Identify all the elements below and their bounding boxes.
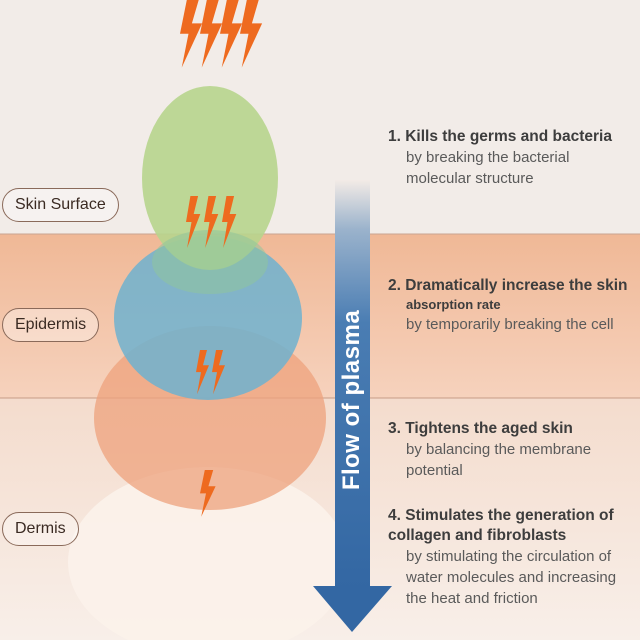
- flow-arrow: [313, 180, 392, 632]
- benefit-1-desc: by breaking the bacterial molecular stru…: [406, 149, 570, 187]
- skin-surface-label: Skin Surface: [2, 188, 119, 222]
- benefit-1: 1. Kills the germs and bacteria by break…: [388, 127, 633, 189]
- green-droplet: [142, 86, 278, 270]
- benefit-4-title: 4. Stimulates the generation of collagen…: [388, 507, 614, 544]
- benefit-1-title: 1. Kills the germs and bacteria: [388, 128, 612, 145]
- benefit-3: 3. Tightens the aged skin by balancing t…: [388, 419, 633, 481]
- benefit-3-title: 3. Tightens the aged skin: [388, 420, 573, 437]
- green-blue-overlap: [152, 230, 268, 294]
- benefit-4-desc: by stimulating the circulation of water …: [406, 548, 617, 607]
- benefit-4: 4. Stimulates the generation of collagen…: [388, 506, 633, 609]
- epidermis-label: Epidermis: [2, 308, 100, 342]
- cream-droplet: [68, 467, 348, 640]
- benefit-2: 2. Dramatically increase the skin absorp…: [388, 276, 633, 335]
- flow-arrow-label: Flow of plasma: [338, 309, 365, 491]
- benefit-2-sub: absorption rate: [406, 297, 501, 312]
- epidermis-band: [0, 234, 640, 398]
- dermis-label: Dermis: [2, 512, 79, 546]
- benefit-2-title: 2. Dramatically increase the skin: [388, 277, 628, 294]
- benefit-2-desc: by temporarily breaking the cell: [406, 316, 614, 333]
- benefit-3-desc: by balancing the membrane potential: [406, 441, 592, 479]
